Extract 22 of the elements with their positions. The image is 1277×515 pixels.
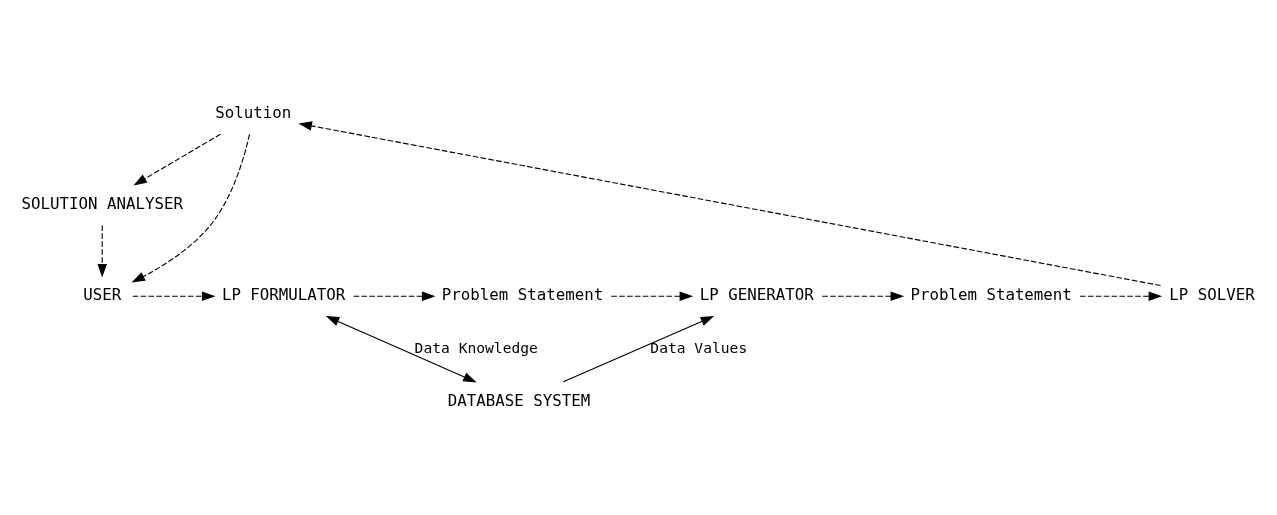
node-text: Solution [215,102,292,122]
arrow [298,120,1162,286]
node-text: Problem Statement [910,284,1072,304]
node-text: LP SOLVER [1169,284,1255,304]
arrow [132,291,216,301]
node-text: Problem Statement [441,284,604,304]
node-text: LP FORMULATOR [221,284,346,304]
edge-label: Data Values [650,338,748,356]
arrow [97,224,107,278]
arrow [821,291,905,301]
arrow [1079,291,1163,301]
node-text: LP GENERATOR [699,284,814,304]
node-text: USER [83,284,122,304]
arrow [610,291,694,301]
node-text: SOLUTION ANALYSER [21,193,183,213]
arrow [325,315,477,382]
arrow [133,133,221,185]
arrow [131,133,251,283]
arrow [562,315,715,382]
edge-label: Data Knowledge [414,338,538,356]
arrow [353,291,436,301]
node-text: DATABASE SYSTEM [447,390,591,410]
